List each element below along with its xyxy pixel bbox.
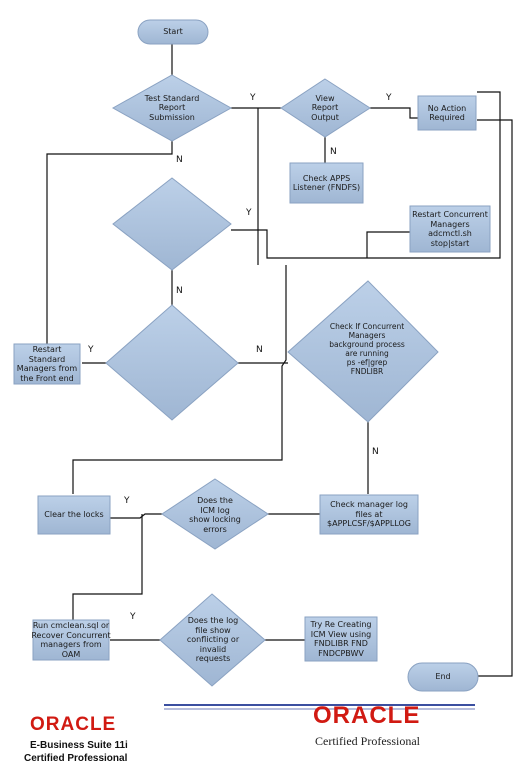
edge-label-y: Y (130, 612, 136, 622)
edge-label-n: N (256, 345, 263, 355)
cm-running-label (132, 199, 212, 251)
start-terminal (137, 19, 209, 45)
icm-log-label: Does the ICM log show locking errors (189, 496, 241, 534)
restart-adcmctl-label: Restart Concurrent Managers adcmctl.sh s… (412, 210, 488, 248)
restart-adcmctl-box (409, 205, 491, 253)
icm-running-diamond (105, 304, 239, 421)
clear-locks-box (37, 495, 111, 535)
end-label: End (435, 672, 451, 682)
connector-lines (46, 44, 513, 677)
run-cmclean-label: Run cmclean.sql or Recover Concurrent ma… (31, 621, 111, 659)
recreate-icm-view-box (304, 616, 378, 662)
edge-label-y: Y (124, 496, 130, 506)
check-apps-listener-label: Check APPS Listener (FNDFS) (292, 173, 361, 193)
check-apps-listener-box (289, 162, 364, 204)
no-action-box (417, 95, 477, 131)
bg-process-label: Check If Concurrent Managers background … (329, 322, 405, 376)
start-label: Start (163, 27, 183, 37)
recreate-icm-view-label: Try Re Creating ICM View using FNDLIBR F… (310, 620, 372, 658)
ebs-line: E-Business Suite 11i (30, 740, 128, 751)
log-conflicting-diamond (159, 593, 266, 687)
edge-label-n: N (176, 155, 183, 165)
edge-label-n: N (176, 286, 183, 296)
edge-label-y: Y (250, 93, 256, 103)
icm-log-diamond (161, 478, 269, 550)
test-submission-diamond (111, 74, 233, 142)
log-conflicting-label: Does the log file show conflicting or in… (186, 616, 240, 664)
no-action-label: No Action Required (427, 103, 467, 123)
certified-line: Certified Professional (315, 734, 420, 748)
bg-process-diamond (287, 280, 439, 423)
oracle-logo-text: ORACLE (313, 702, 421, 729)
edge-label-n: N (330, 147, 337, 157)
oracle-ebs-logo: ORACLE E-Business Suite 11i Certified Pr… (8, 712, 178, 770)
view-output-label: View Report Output (311, 93, 339, 122)
oracle-certified-logo: ORACLE Certified Professional (313, 700, 513, 760)
certified-line: Certified Professional (24, 753, 128, 764)
oracle-logo-text: ORACLE (30, 714, 117, 735)
cm-running-diamond (112, 177, 232, 271)
edge-label-y: Y (246, 208, 252, 218)
view-output-diamond (280, 78, 371, 138)
clear-locks-label: Clear the locks (44, 510, 104, 520)
edge-label-y: Y (88, 345, 94, 355)
icm-running-label (128, 332, 216, 394)
test-submission-label: Test Standard Report Submission (144, 93, 200, 122)
restart-standard-box (13, 343, 81, 385)
end-terminal (407, 662, 479, 692)
check-manager-log-box (319, 494, 419, 535)
run-cmclean-box (32, 619, 110, 661)
restart-standard-label: Restart Standard Managers from the Front… (16, 345, 78, 383)
edge-label-n: N (372, 447, 379, 457)
node-shapes (13, 19, 491, 692)
edge-label-y: Y (386, 93, 392, 103)
check-manager-log-label: Check manager log files at $APPLCSF/$APP… (327, 500, 411, 529)
